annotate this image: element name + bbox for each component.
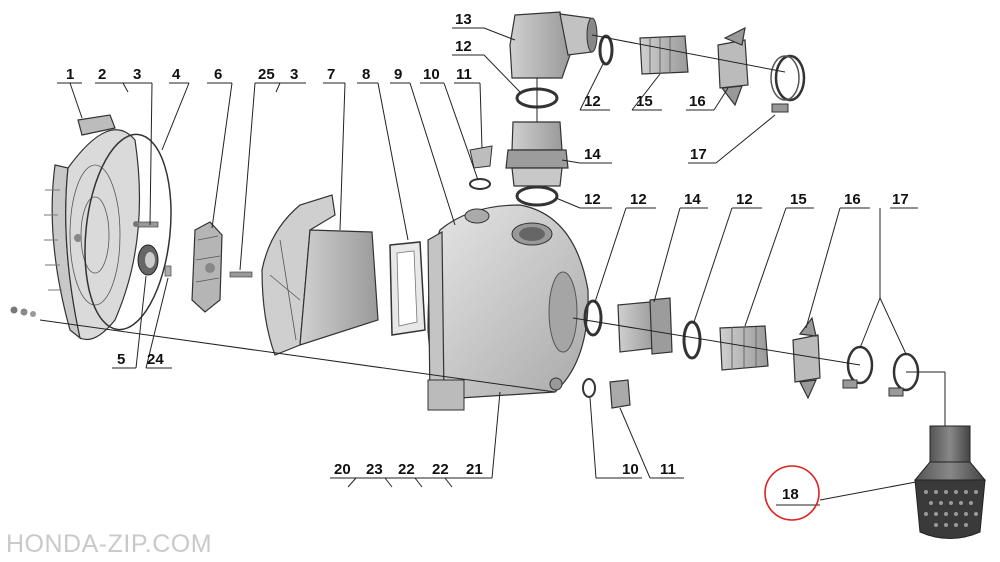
callout-12-suction-a: 12 bbox=[630, 191, 647, 208]
impeller-part bbox=[191, 221, 223, 313]
callout-23: 23 bbox=[366, 461, 383, 478]
callout-12-lower-ring: 12 bbox=[584, 191, 601, 208]
callout-3: 3 bbox=[133, 66, 141, 83]
gasket-ring-part bbox=[682, 320, 702, 360]
volute-casing-part bbox=[261, 194, 379, 356]
gasket-ring-part bbox=[598, 34, 614, 66]
callout-24: 24 bbox=[147, 351, 164, 368]
drain-plug-part bbox=[609, 379, 631, 409]
callout-22-a: 22 bbox=[398, 461, 415, 478]
callout-10-lower: 10 bbox=[622, 461, 639, 478]
callout-7: 7 bbox=[327, 66, 335, 83]
callout-17-upper: 17 bbox=[690, 146, 707, 163]
hose-clamp-part bbox=[770, 54, 806, 113]
filler-plug-part bbox=[469, 145, 493, 190]
gasket-ring-part bbox=[515, 185, 559, 207]
callout-25: 25 bbox=[258, 66, 275, 83]
suction-strainer-part bbox=[913, 425, 987, 539]
hex-nipple-part bbox=[617, 297, 673, 355]
callout-11-upper: 11 bbox=[456, 66, 472, 83]
callout-14-upper: 14 bbox=[584, 146, 601, 163]
callout-11-lower: 11 bbox=[660, 461, 676, 478]
hex-nipple-part bbox=[505, 121, 569, 187]
callout-1: 1 bbox=[66, 66, 74, 83]
discharge-elbow-part bbox=[509, 11, 598, 79]
callout-22-b: 22 bbox=[432, 461, 449, 478]
mechanical-seal-part bbox=[137, 244, 159, 276]
callout-8: 8 bbox=[362, 66, 370, 83]
o-ring-large-part bbox=[84, 133, 172, 331]
callout-2: 2 bbox=[98, 66, 106, 83]
rear-cover-part bbox=[44, 114, 141, 341]
shaft-key-part bbox=[164, 265, 172, 277]
callout-3-second: 3 bbox=[290, 66, 298, 83]
callout-4: 4 bbox=[172, 66, 181, 83]
callout-9: 9 bbox=[394, 66, 402, 83]
hose-barb-part bbox=[719, 325, 769, 371]
assembly-axis-lines bbox=[39, 34, 946, 426]
gasket-ring-part bbox=[583, 299, 603, 337]
callout-labels: 1 2 3 4 6 25 3 7 8 9 10 11 13 12 12 15 1… bbox=[66, 11, 909, 503]
callout-21: 21 bbox=[466, 461, 483, 478]
callout-15-upper: 15 bbox=[636, 93, 653, 110]
callout-14-suction: 14 bbox=[684, 191, 701, 208]
callout-10-upper: 10 bbox=[423, 66, 440, 83]
callout-17-suction: 17 bbox=[892, 191, 909, 208]
hose-barb-part bbox=[639, 35, 689, 75]
impeller-bolt-part bbox=[229, 271, 253, 278]
callout-5: 5 bbox=[117, 351, 125, 368]
callout-16-upper: 16 bbox=[689, 93, 706, 110]
stud-bolt-part bbox=[133, 221, 159, 228]
drain-seal-part bbox=[582, 378, 596, 398]
callout-15-suction: 15 bbox=[790, 191, 807, 208]
wing-nut-part bbox=[717, 26, 749, 107]
pump-body-part bbox=[427, 204, 589, 411]
callout-20: 20 bbox=[334, 461, 351, 478]
callout-13: 13 bbox=[455, 11, 472, 28]
callout-12-suction-b: 12 bbox=[736, 191, 753, 208]
highlight-circle bbox=[764, 465, 820, 521]
callout-18: 18 bbox=[782, 486, 799, 503]
callout-12-upper-ring: 12 bbox=[584, 93, 601, 110]
callout-12-elbow: 12 bbox=[455, 38, 472, 55]
wing-nut-part bbox=[792, 316, 821, 400]
bolt-part bbox=[10, 306, 36, 317]
watermark-text: HONDA-ZIP.COM bbox=[6, 530, 213, 558]
callout-leader-lines bbox=[57, 27, 918, 506]
callout-6: 6 bbox=[214, 66, 222, 83]
callout-16-suction: 16 bbox=[844, 191, 861, 208]
